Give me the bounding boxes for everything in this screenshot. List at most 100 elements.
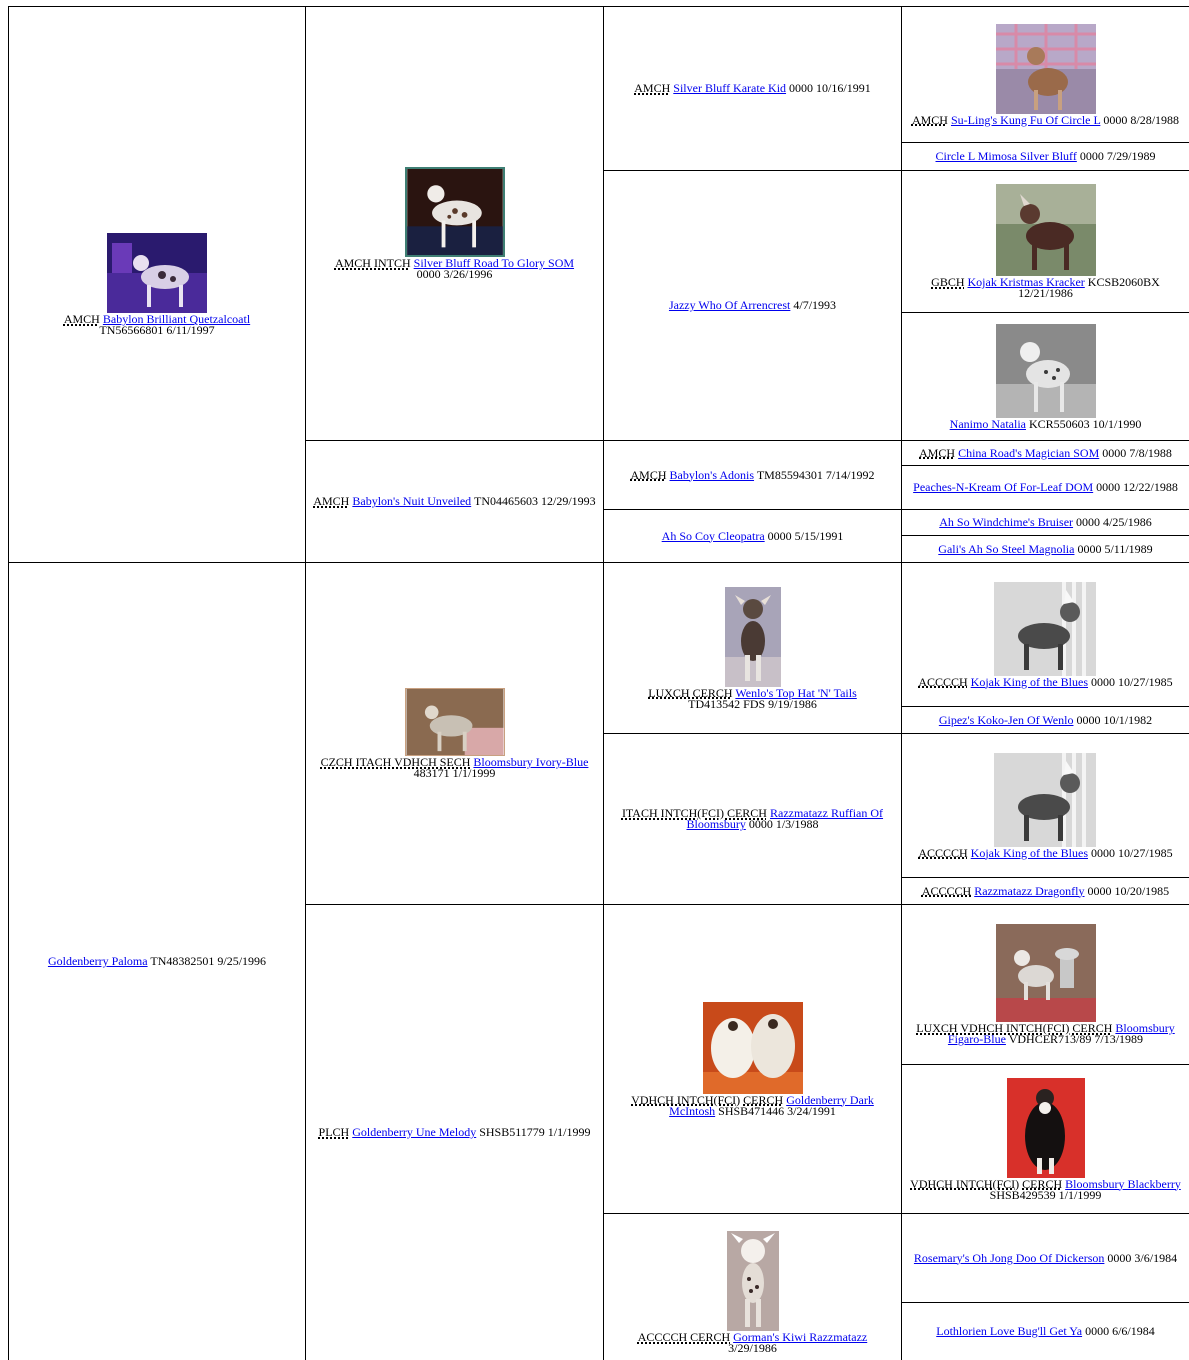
column-divider (603, 6, 604, 1360)
dog-link[interactable]: Wenlo's Top Hat 'N' Tails (735, 685, 857, 700)
registration-info: SHSB511779 1/1/1999 (479, 1125, 591, 1139)
title-abbr: ACCCCH (918, 674, 968, 689)
dog-link[interactable]: Gipez's Koko-Jen Of Wenlo (938, 712, 1074, 727)
pedigree-cell-gen4: VDHCH INTCH(FCI) CERCH Bloomsbury Blackb… (902, 1065, 1189, 1213)
registration-info: 0000 8/28/1988 (1103, 112, 1180, 127)
dog-link[interactable]: Ah So Coy Cleopatra (661, 528, 765, 543)
registration-info: KCR550603 10/1/1990 (1028, 416, 1142, 431)
registration-info: 4/7/1993 (793, 298, 837, 312)
pedigree-cell-gen3: ITACH INTCH(FCI) CERCH Razzmatazz Ruffia… (604, 734, 901, 904)
dog-photo (404, 167, 505, 257)
pedigree-cell-gen3: Ah So Coy Cleopatra 0000 5/15/1991 (604, 510, 901, 562)
registration-info: 0000 1/3/1988 (748, 817, 819, 831)
dog-link[interactable]: Rosemary's Oh Jong Doo Of Dickerson (913, 1250, 1105, 1265)
dog-link[interactable]: Silver Bluff Road To Glory SOM (413, 256, 575, 270)
dog-link[interactable]: Gali's Ah So Steel Magnolia (938, 541, 1075, 556)
dog-link[interactable]: Razzmatazz Dragonfly (974, 883, 1085, 898)
dog-link[interactable]: Silver Bluff Karate Kid (673, 81, 787, 95)
title-abbr: ACCCCH CERCH (637, 1330, 731, 1344)
dog-photo (995, 184, 1096, 276)
registration-info: VDHCER713/89 7/13/1989 (1008, 1032, 1144, 1046)
dog-link[interactable]: Su-Ling's Kung Fu Of Circle L (950, 112, 1101, 127)
title-abbr: AMCH (919, 445, 956, 460)
dog-link[interactable]: Kojak King of the Blues (970, 845, 1088, 860)
title-abbr: LUXCH VDHCH INTCH(FCI) CERCH (916, 1021, 1113, 1035)
dog-link[interactable]: Goldenberry Dark McIntosh (669, 1092, 874, 1118)
column-divider (901, 6, 902, 1360)
title-abbr: VDHCH INTCH(FCI) CERCH (631, 1092, 784, 1107)
row-divider (603, 1213, 1189, 1214)
title-abbr: AMCH (63, 312, 100, 326)
dog-link[interactable]: Babylon Brilliant Quetzalcoatl (102, 312, 251, 326)
pedigree-cell-gen4: Gali's Ah So Steel Magnolia 0000 5/11/19… (902, 536, 1189, 562)
dog-photo (724, 586, 781, 687)
dog-photo (107, 233, 207, 313)
table-border-top (8, 6, 1189, 7)
pedigree-cell-gen1-dam: Goldenberry Paloma TN48382501 9/25/1996 (9, 563, 305, 1360)
row-divider (901, 142, 1189, 143)
pedigree-cell-gen2: PLCH Goldenberry Une Melody SHSB511779 1… (306, 905, 603, 1360)
registration-info: SHSB471446 3/24/1991 (718, 1103, 836, 1118)
registration-info: 0000 10/20/1985 (1087, 883, 1170, 898)
dog-link[interactable]: Goldenberry Une Melody (352, 1125, 477, 1139)
registration-info: TD413542 FDS 9/19/1986 (688, 696, 817, 711)
dog-link[interactable]: Kojak King of the Blues (970, 674, 1088, 689)
dog-link[interactable]: Bloomsbury Blackberry (1065, 1176, 1181, 1191)
row-divider (8, 562, 1189, 563)
dog-link[interactable]: Gorman's Kiwi Razzmatazz (733, 1330, 868, 1344)
row-divider (901, 440, 1189, 441)
dog-link[interactable]: Babylon's Nuit Unveiled (352, 494, 472, 508)
registration-info: 0000 10/16/1991 (789, 81, 871, 95)
title-abbr: AMCH (634, 81, 671, 95)
registration-info: 0000 10/27/1985 (1091, 674, 1173, 689)
pedigree-cell-gen4: GBCH Kojak Kristmas Kracker KCSB2060BX 1… (902, 171, 1189, 312)
title-abbr: LUXCH CERCH (648, 685, 733, 700)
pedigree-cell-gen4: Ah So Windchime's Bruiser 0000 4/25/1986 (902, 510, 1189, 535)
pedigree-cell-gen3: VDHCH INTCH(FCI) CERCH Goldenberry Dark … (604, 905, 901, 1213)
title-abbr: ACCCCH (921, 883, 972, 898)
dog-link[interactable]: China Road's Magician SOM (958, 445, 1100, 460)
dog-link[interactable]: Circle L Mimosa Silver Bluff (935, 149, 1077, 163)
dog-link[interactable]: Nanimo Natalia (949, 416, 1026, 431)
dog-photo (404, 688, 505, 756)
dog-photo (994, 752, 1097, 847)
pedigree-cell-gen4: Gipez's Koko-Jen Of Wenlo 0000 10/1/1982 (902, 707, 1189, 733)
dog-link[interactable]: Babylon's Adonis (669, 467, 755, 482)
pedigree-cell-gen4: Peaches-N-Kream Of For-Leaf DOM 0000 12/… (902, 466, 1189, 509)
title-abbr: AMCH (313, 494, 350, 508)
registration-info: 0000 7/29/1989 (1079, 149, 1156, 163)
pedigree-cell-gen2: CZCH ITACH VDHCH SECH Bloomsbury Ivory-B… (306, 563, 603, 904)
dog-link[interactable]: Razzmatazz Ruffian Of Bloomsbury (686, 806, 884, 831)
title-abbr: PLCH (318, 1125, 350, 1139)
dog-photo (1006, 1077, 1085, 1178)
registration-info: 3/29/1986 (728, 1341, 777, 1355)
dog-link[interactable]: Peaches-N-Kream Of For-Leaf DOM (913, 480, 1094, 494)
row-divider (901, 877, 1189, 878)
pedigree-cell-gen4: AMCH China Road's Magician SOM 0000 7/8/… (902, 441, 1189, 465)
pedigree-cell-gen4: AMCH Su-Ling's Kung Fu Of Circle L 0000 … (902, 7, 1189, 142)
pedigree-cell-gen3: LUXCH CERCH Wenlo's Top Hat 'N' Tails TD… (604, 563, 901, 733)
title-abbr: CZCH ITACH VDHCH SECH (320, 755, 471, 769)
title-abbr: ACCCCH (918, 845, 968, 860)
row-divider (305, 440, 1189, 441)
registration-info: TM85594301 7/14/1992 (756, 467, 875, 482)
dog-link[interactable]: Kojak Kristmas Kracker (967, 275, 1085, 289)
pedigree-cell-gen1-sire: AMCH Babylon Brilliant Quetzalcoatl TN56… (9, 7, 305, 562)
dog-photo (702, 1001, 803, 1094)
row-divider (603, 733, 1189, 734)
dog-link[interactable]: Bloomsbury Figaro-Blue (947, 1021, 1175, 1046)
dog-link[interactable]: Lothlorien Love Bug'll Get Ya (936, 1324, 1083, 1338)
pedigree-cell-gen2: AMCH INTCH Silver Bluff Road To Glory SO… (306, 7, 603, 440)
dog-link[interactable]: Jazzy Who Of Arrencrest (668, 298, 791, 312)
registration-info: 0000 5/15/1991 (767, 528, 844, 543)
registration-info: 0000 3/6/1984 (1107, 1250, 1178, 1265)
dog-link[interactable]: Bloomsbury Ivory-Blue (473, 755, 589, 769)
registration-info: KCSB2060BX 12/21/1986 (1018, 275, 1160, 300)
registration-info: 0000 6/6/1984 (1085, 1324, 1155, 1338)
pedigree-cell-gen2: AMCH Babylon's Nuit Unveiled TN04465603 … (306, 441, 603, 562)
dog-link[interactable]: Ah So Windchime's Bruiser (939, 515, 1074, 529)
registration-info: 0000 12/22/1988 (1096, 480, 1178, 494)
registration-info: TN04465603 12/29/1993 (473, 494, 596, 508)
column-divider (305, 6, 306, 1360)
dog-link[interactable]: Goldenberry Paloma (47, 954, 148, 968)
